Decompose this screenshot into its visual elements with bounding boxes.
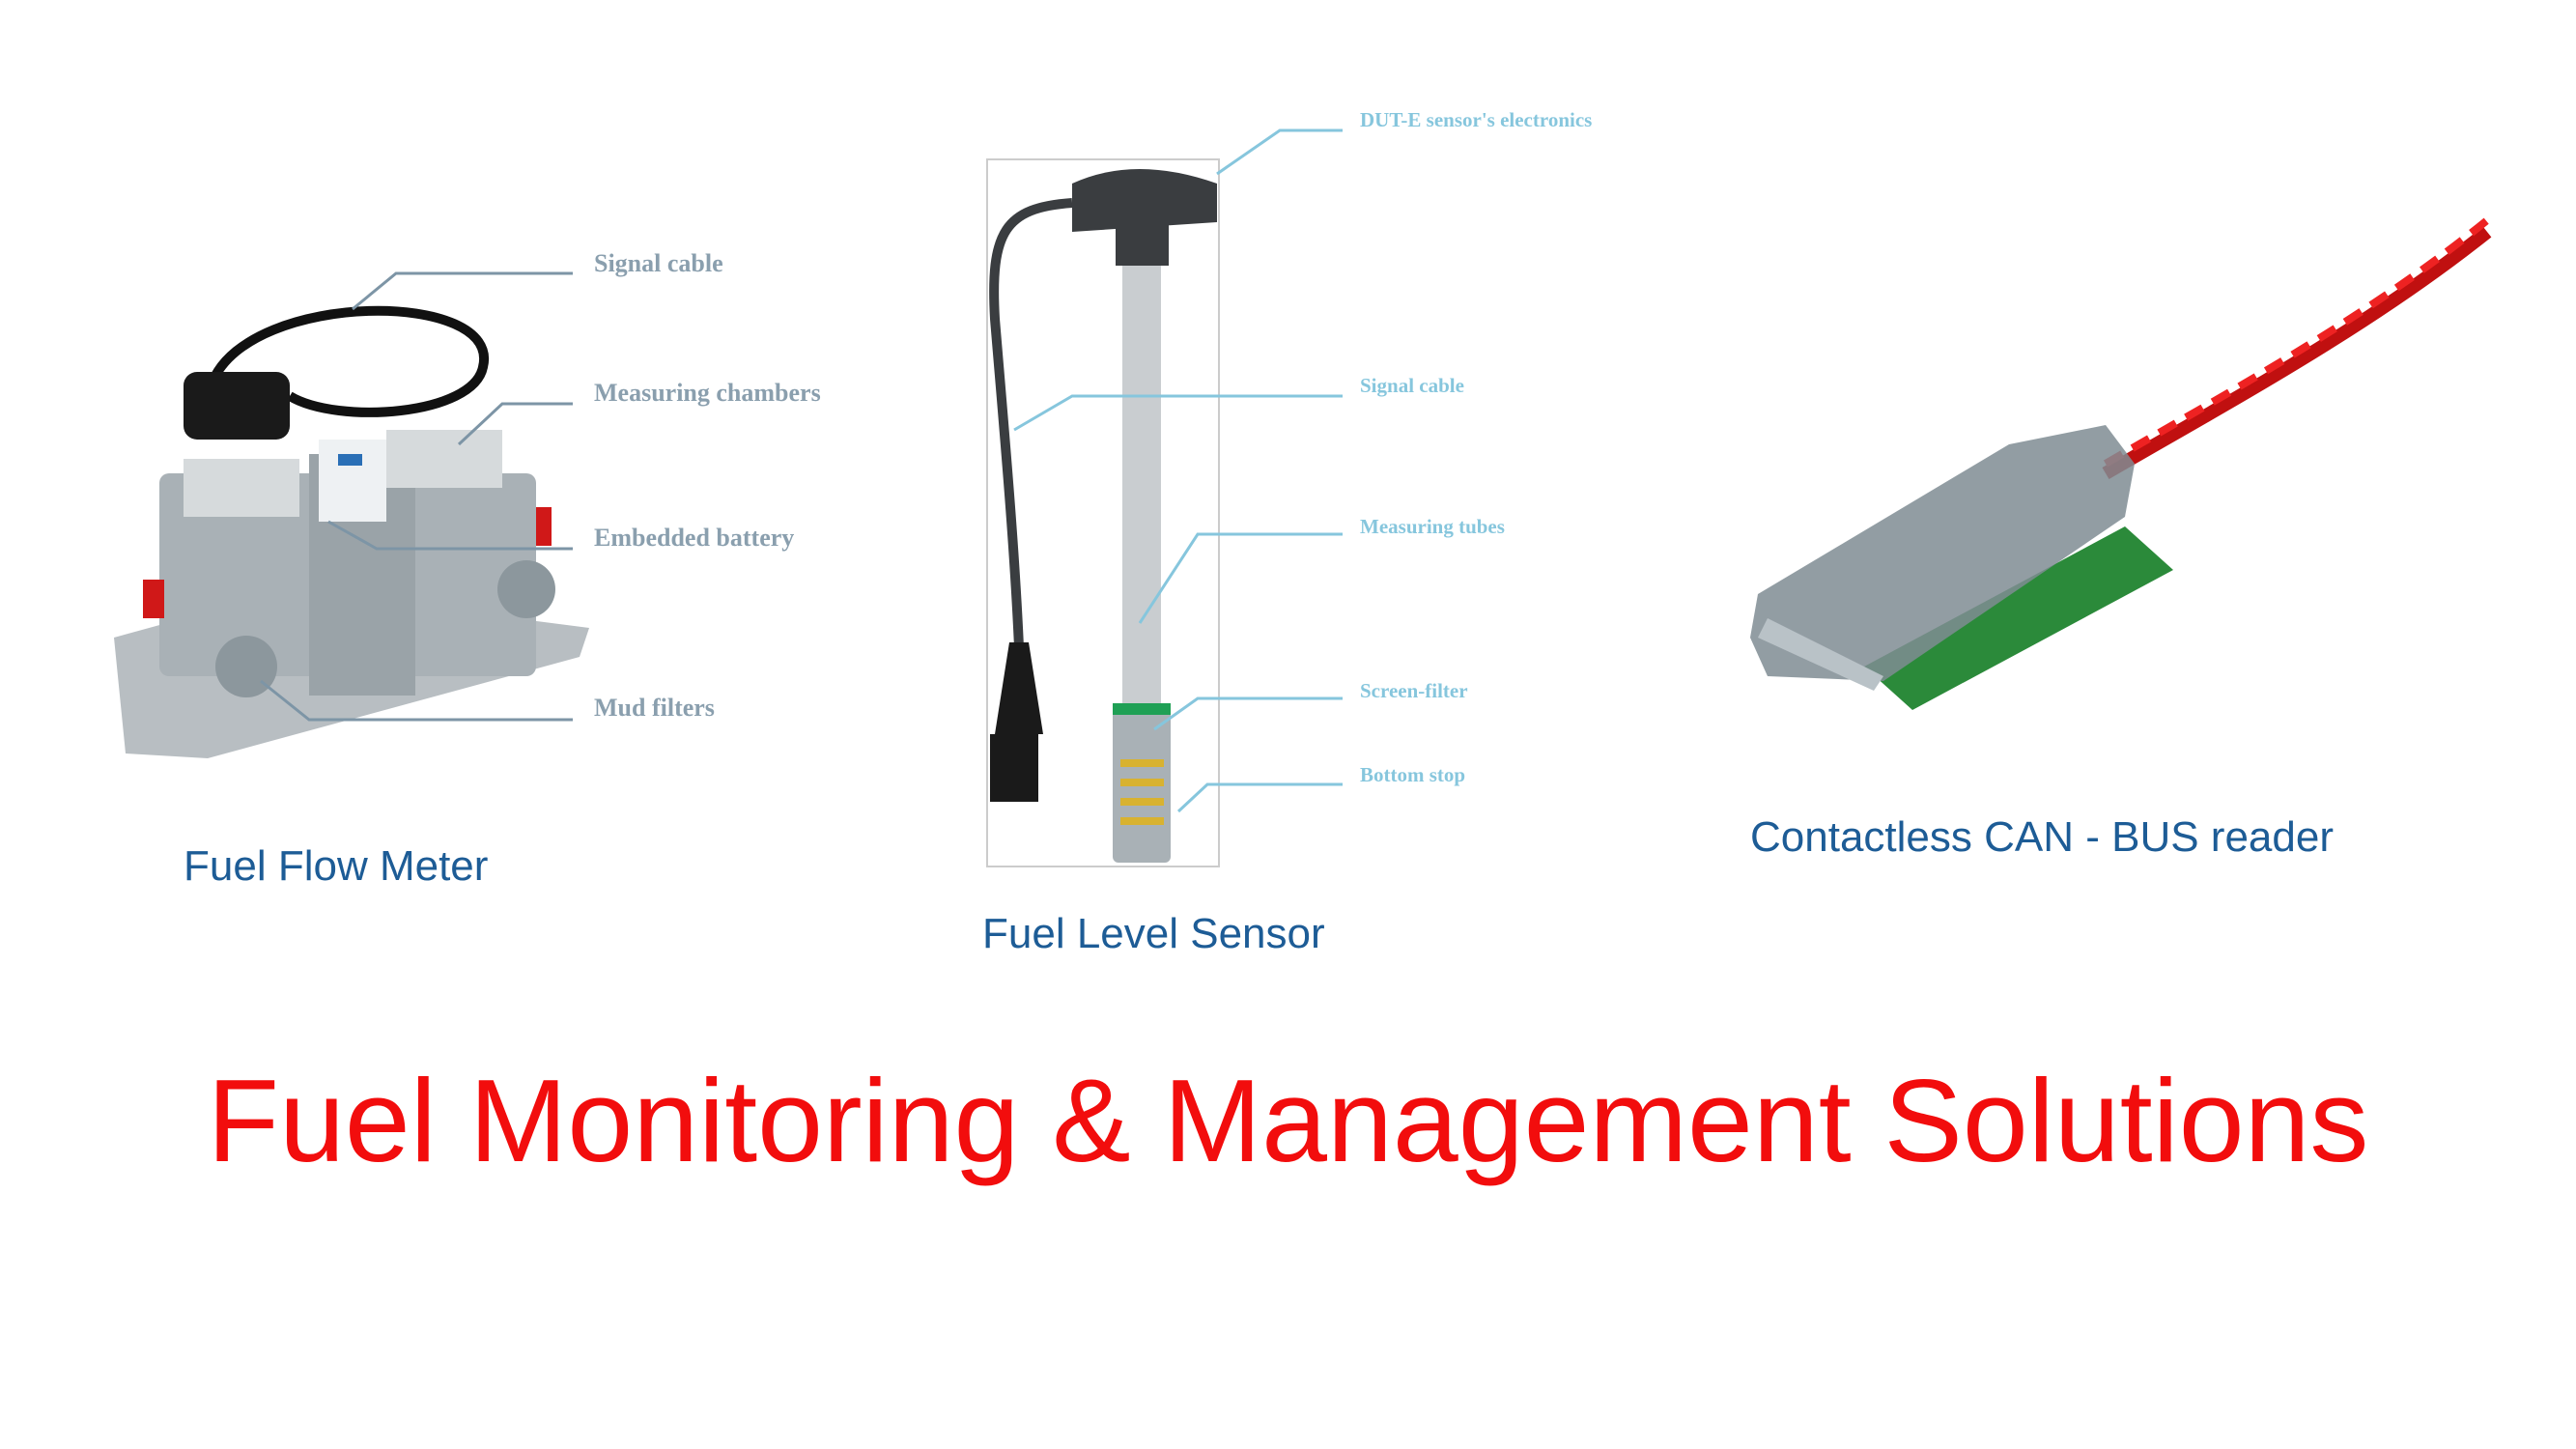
callout-measuring-tubes: Measuring tubes <box>1360 515 1505 538</box>
callout-embedded-battery: Embedded battery <box>594 524 795 552</box>
fuel-flow-meter-image <box>114 271 589 758</box>
callout-signal-cable: Signal cable <box>594 249 723 277</box>
callout-mud-filters: Mud filters <box>594 694 715 722</box>
callout-screen-filter: Screen-filter <box>1360 679 1468 702</box>
can-bus-reader-caption: Contactless CAN - BUS reader <box>1750 813 2334 861</box>
fuel-level-sensor-caption: Fuel Level Sensor <box>982 910 1325 957</box>
fuel-flow-meter-caption: Fuel Flow Meter <box>184 842 489 890</box>
callout-signal-cable: Signal cable <box>1360 374 1464 397</box>
slide-title: Fuel Monitoring & Management Solutions <box>207 1055 2369 1186</box>
fuel-level-sensor-image <box>986 128 1343 867</box>
can-bus-reader-image <box>1750 216 2492 710</box>
callout-dut-e-electronics: DUT-E sensor's electronics <box>1360 108 1593 131</box>
callout-measuring-chambers: Measuring chambers <box>594 379 821 407</box>
callout-bottom-stop: Bottom stop <box>1360 763 1466 786</box>
